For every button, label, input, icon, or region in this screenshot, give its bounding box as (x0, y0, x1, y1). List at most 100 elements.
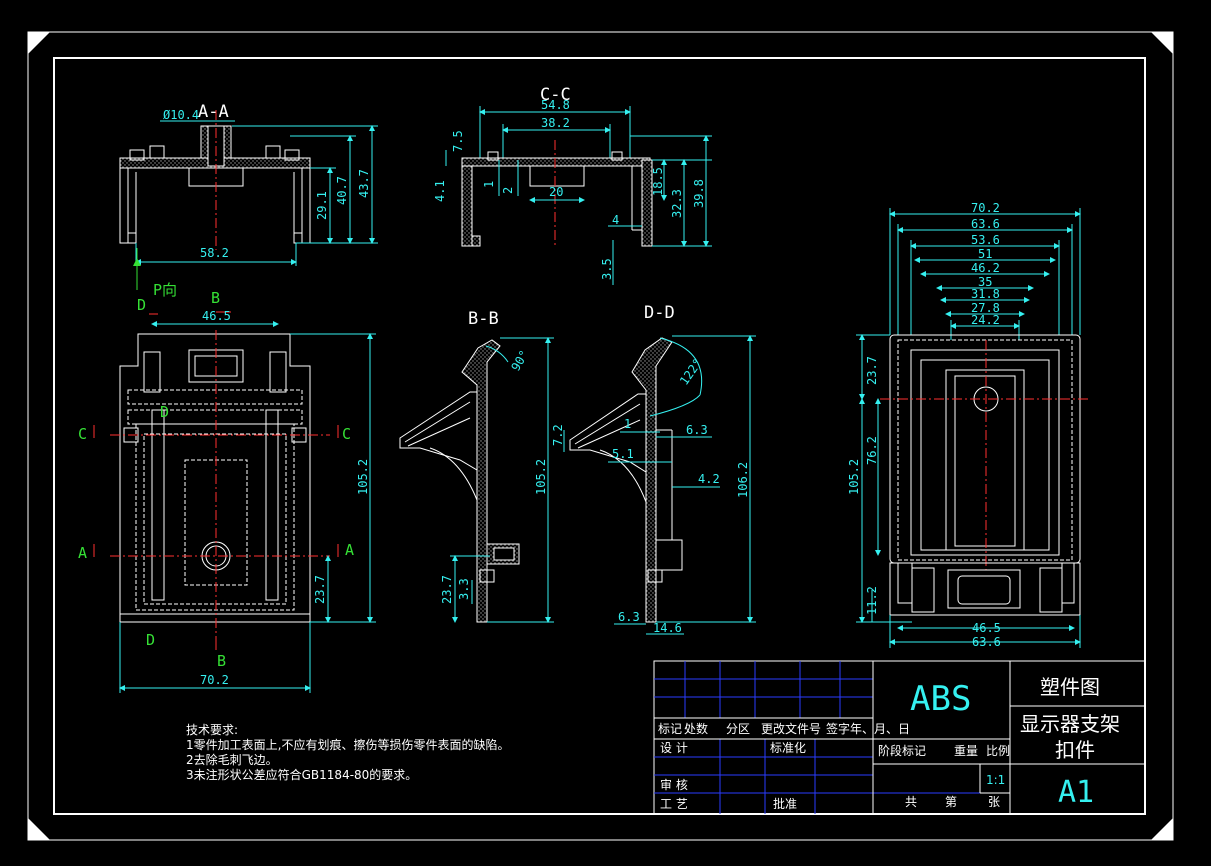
section-mark-d-bottom: D (146, 631, 155, 649)
section-mark-b-top: B (211, 289, 220, 307)
section-label-cc: C-C (540, 85, 571, 105)
section-mark-a-left: A (78, 544, 87, 562)
dim-dd-w1: 1 (624, 417, 631, 431)
tb-review: 审 核 (660, 777, 688, 792)
dim-aa-h3: 43.7 (357, 169, 371, 198)
tb-date: 年、月、日 (850, 722, 910, 736)
dim-side-w4: 51 (978, 247, 992, 261)
section-view-dd: D-D 122° 106.2 1 6.3 5.1 4.2 7.2 6.3 14.… (551, 303, 756, 635)
dim-cc-w2: 38.2 (541, 116, 570, 130)
dim-dd-w3: 5.1 (612, 447, 634, 461)
dim-side-h4: 11.2 (865, 586, 879, 615)
notes-item-2: 2去除毛刺飞边。 (186, 752, 278, 767)
notes-item-1: 1零件加工表面上,不应有划痕、擦伤等损伤零件表面的缺陷。 (186, 737, 509, 752)
section-mark-c-left: C (78, 425, 87, 443)
dim-side-h1: 23.7 (865, 356, 879, 385)
dim-side-w1: 70.2 (971, 201, 1000, 215)
dim-dd-w2: 6.3 (686, 423, 708, 437)
dim-dd-w7: 14.6 (653, 621, 682, 635)
dim-front-h2: 23.7 (313, 575, 327, 604)
p-view-label: P向 (153, 281, 177, 299)
dim-dd-w4: 4.2 (698, 472, 720, 486)
dim-bb-angle: 90° (508, 348, 531, 374)
dim-cc-h5: 18.5 (651, 167, 665, 196)
dim-aa-dia: Ø10.4 (163, 108, 199, 122)
tb-sheets: 张 (988, 795, 1000, 809)
section-mark-d-top: D (137, 296, 146, 314)
tb-sign: 签字 (826, 721, 850, 736)
side-view: 70.2 63.6 53.6 51 46.2 35 31.8 27.8 24.2 (847, 201, 1090, 649)
dim-cc-h4: 2 (501, 187, 515, 194)
dim-side-w8: 27.8 (971, 301, 1000, 315)
dim-front-w1: 46.5 (202, 309, 231, 323)
tb-stage-mark: 阶段标记 (878, 743, 926, 758)
drawing-type-text: 塑件图 (1040, 675, 1100, 699)
part-name-line2: 扣件 (1055, 738, 1095, 762)
dim-side-h3: 105.2 (847, 459, 861, 495)
dim-cc-w3: 20 (549, 185, 563, 199)
dim-side-w7: 31.8 (971, 287, 1000, 301)
tb-weight: 重量 (954, 744, 978, 758)
title-block: ABS 塑件图 显示器支架 扣件 A1 标记 处数 分区 更改文件号 签字 年、… (653, 660, 1146, 815)
section-label-dd: D-D (644, 303, 675, 323)
side-view-width-dims: 70.2 63.6 53.6 51 46.2 35 31.8 27.8 24.2 (889, 201, 1081, 340)
dim-side-b1: 46.5 (972, 621, 1001, 635)
dim-side-w6: 35 (978, 275, 992, 289)
dim-aa-h2: 40.7 (335, 176, 349, 205)
dim-side-w5: 46.2 (971, 261, 1000, 275)
dim-front-w2: 70.2 (200, 673, 229, 687)
notes-heading: 技术要求: (186, 723, 238, 737)
tb-zone: 分区 (726, 722, 750, 736)
notes-item-3: 3未注形状公差应符合GB1184-80的要求。 (186, 767, 417, 782)
tb-ratio: 比例 (986, 744, 1010, 758)
section-mark-c-right: C (342, 425, 351, 443)
front-view: D B 46.5 C C A A D D B (78, 289, 376, 693)
dim-side-w2: 63.6 (971, 217, 1000, 231)
dim-cc-h2: 4.1 (433, 180, 447, 202)
tb-page: 第 (945, 795, 957, 809)
sheet-frame (27, 31, 1174, 841)
tb-mark: 标记 (658, 722, 682, 736)
section-view-cc: C-C 54.8 38.2 20 7.5 4.1 1 2 (433, 85, 712, 285)
dim-bb-h1: 105.2 (534, 459, 548, 495)
dim-cc-h6: 32.3 (670, 189, 684, 218)
dim-side-w3: 53.6 (971, 233, 1000, 247)
dim-dd-w5: 7.2 (551, 424, 565, 446)
tb-standard: 标准化 (770, 741, 806, 755)
dim-dd-w6: 6.3 (618, 610, 640, 624)
dim-cc-h1: 7.5 (451, 130, 465, 152)
dim-cc-h7: 39.8 (692, 179, 706, 208)
dim-side-h2: 76.2 (865, 436, 879, 465)
section-label-aa: A-A (198, 102, 229, 122)
dim-front-h1: 105.2 (356, 459, 370, 495)
dim-aa-width: 58.2 (200, 246, 229, 260)
tb-change-doc: 更改文件号 (761, 721, 821, 736)
section-mark-b-bottom: B (217, 652, 226, 670)
dim-dd-h1: 106.2 (736, 462, 750, 498)
tb-count: 处数 (684, 721, 708, 736)
tb-scale-value: 1:1 (986, 773, 1005, 787)
dim-cc-h9: 3.5 (600, 258, 614, 280)
part-name-line1: 显示器支架 (1020, 712, 1120, 736)
dim-bb-h2: 23.7 (440, 575, 454, 604)
tb-design: 设 计 (660, 741, 688, 755)
dim-side-b2: 63.6 (972, 635, 1001, 649)
tb-total: 共 (905, 795, 917, 809)
technical-notes: 技术要求: 1零件加工表面上,不应有划痕、擦伤等损伤零件表面的缺陷。 2去除毛刺… (186, 723, 509, 782)
section-view-aa: A-A Ø10.4 58.2 29.1 40.7 43.7 (119, 102, 378, 299)
tb-process: 工 艺 (660, 797, 688, 811)
sheet-size-text: A1 (1058, 775, 1094, 810)
dim-side-w9: 24.2 (971, 313, 1000, 327)
dim-cc-h3: 1 (482, 181, 496, 188)
section-view-bb: B-B 90° 105.2 23.7 3.3 (399, 309, 554, 623)
section-mark-d-inner: D (160, 403, 169, 421)
section-mark-a-right: A (345, 541, 354, 559)
tb-approve: 批准 (773, 796, 797, 811)
dim-aa-h1: 29.1 (315, 191, 329, 220)
dim-cc-h8: 4 (612, 213, 619, 227)
dim-bb-h3: 3.3 (457, 578, 471, 600)
material-text: ABS (910, 679, 971, 719)
section-label-bb: B-B (468, 309, 499, 329)
dim-cc-w1: 54.8 (541, 98, 570, 112)
